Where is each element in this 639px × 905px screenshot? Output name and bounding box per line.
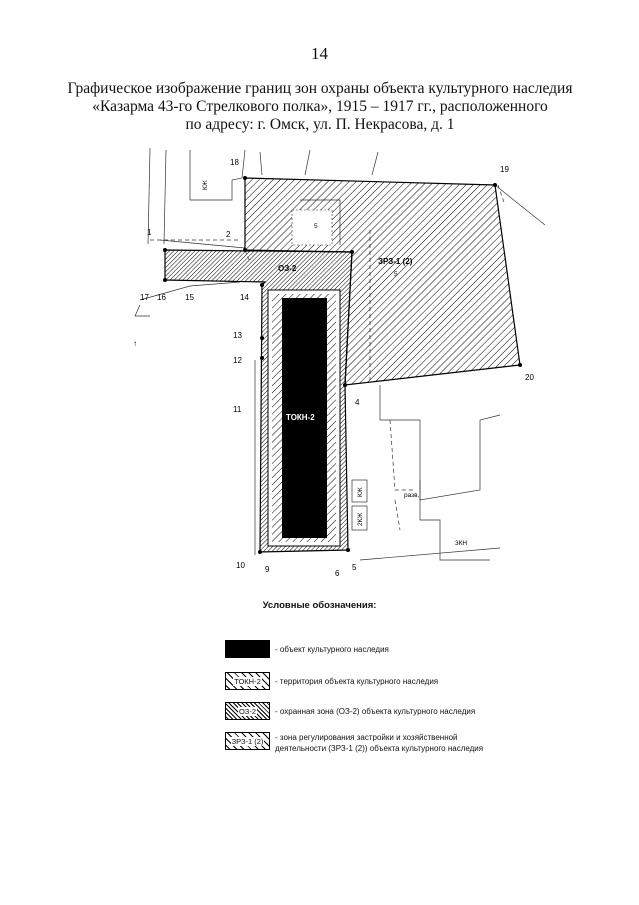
building-outline [291,209,333,246]
point-4: 4 [355,398,360,407]
legend-text-oz: - охранная зона (ОЗ-2) объекта культурно… [275,707,476,716]
legend-swatch-zrz-label: ЗРЗ-1 (2) [230,736,265,746]
legend-swatch-oz: ОЗ-2 [225,702,270,720]
point-10: 10 [236,561,245,570]
page-title: Графическое изображение границ зон охран… [40,80,600,134]
legend-swatch-zrz: ЗРЗ-1 (2) [225,732,270,750]
title-line-2: «Казарма 43-го Стрелкового полка», 1915 … [92,98,548,115]
point-13: 13 [233,331,242,340]
context-lines [134,147,546,561]
point-2: 2 [226,230,231,239]
label-kzh-2: КЖ [357,487,364,497]
point-5: 5 [352,563,357,572]
label-tokn: ТОКН-2 [286,413,315,422]
label-oz-2: ОЗ-2 [278,264,297,273]
point-18: 18 [230,158,239,167]
point-19: 19 [500,165,509,174]
legend-title: Условные обозначения: [262,600,377,611]
label-s2: 5 [394,271,398,278]
legend-swatch-tokn: ТОКН-2 [225,672,270,690]
legend-swatch-oz-label: ОЗ-2 [237,706,258,716]
point-12: 12 [233,356,242,365]
point-17: 17 [140,293,149,302]
label-razv: разв. [404,492,420,499]
point-16: 16 [157,293,166,302]
boundary-points [163,176,522,554]
label-kzh-1: КЖ [202,180,209,190]
title-line-3: по адресу: г. Омск, ул. П. Некрасова, д.… [185,116,455,133]
point-20: 20 [525,373,534,382]
legend-swatch-tokn-label: ТОКН-2 [233,676,262,686]
legend-text-zrz-2: деятельности (ЗРЗ-1 (2)) объекта культур… [275,744,484,753]
legend-text-tokn: - территория объекта культурного наследи… [275,677,439,686]
label-kzh-3: 2КЖ [357,513,364,526]
point-11: 11 [233,405,242,414]
point-1: 1 [147,228,152,237]
label-s1: 5 [314,223,318,230]
mark-arrow: ↑ [133,339,137,348]
point-15: 15 [185,293,194,302]
legend-swatch-heritage [225,640,270,658]
label-zrz: ЗРЗ-1 (2) [378,257,413,266]
legend-text-zrz-1: - зона регулирования застройки и хозяйст… [275,733,458,742]
title-line-1: Графическое изображение границ зон охран… [67,80,573,97]
point-6: 6 [335,569,340,578]
heritage-object [282,298,327,538]
legend-text-zrz: - зона регулирования застройки и хозяйст… [275,732,483,754]
legend-text-heritage: - объект культурного наследия [275,645,389,654]
point-14: 14 [240,293,249,302]
label-zkn: 3КН [455,540,467,547]
point-9: 9 [265,565,270,574]
page-number: 14 [311,44,328,63]
